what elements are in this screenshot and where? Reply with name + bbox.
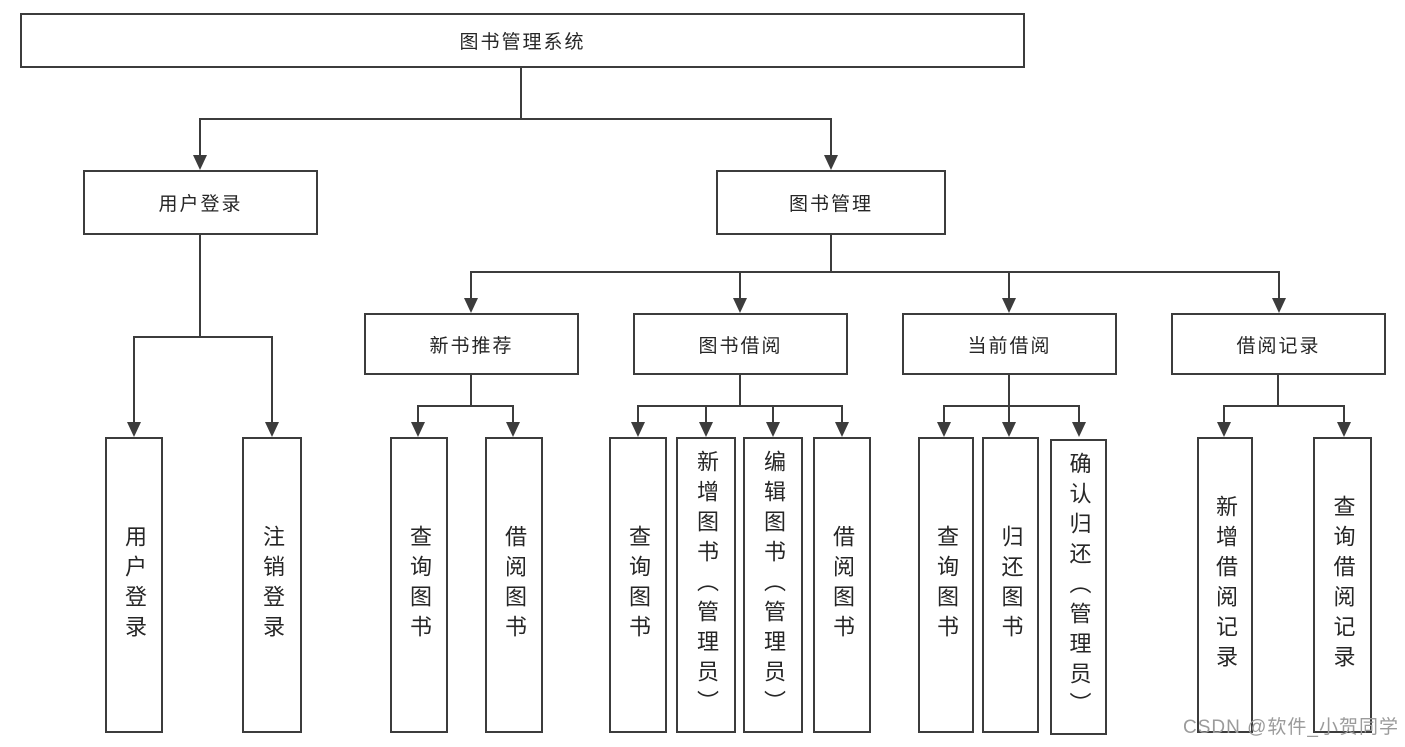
node-user-login: 用户登录	[83, 170, 318, 235]
connector-line	[739, 375, 741, 406]
connector-arrow	[411, 422, 425, 437]
connector-line	[470, 271, 1280, 273]
node-leaf-user-login: 用户登录	[105, 437, 163, 733]
connector-line	[830, 235, 832, 272]
connector-line	[1223, 405, 1345, 407]
connector-line	[637, 405, 843, 407]
connector-line	[739, 271, 741, 299]
connector-line	[1008, 271, 1010, 299]
connector-arrow	[506, 422, 520, 437]
connector-arrow	[766, 422, 780, 437]
connector-line	[1078, 405, 1080, 423]
node-leaf-query-books-rec: 查询图书	[390, 437, 448, 733]
node-leaf-edit-books-admin: 编辑图书（管理员）	[743, 437, 803, 733]
node-leaf-confirm-return-admin: 确认归还（管理员）	[1050, 439, 1107, 735]
node-current-borrow: 当前借阅	[902, 313, 1117, 375]
connector-arrow	[1072, 422, 1086, 437]
connector-line	[943, 405, 945, 423]
connector-arrow	[265, 422, 279, 437]
connector-line	[1278, 271, 1280, 299]
connector-line	[417, 405, 514, 407]
connector-line	[470, 375, 472, 406]
connector-line	[637, 405, 639, 423]
connector-line	[1343, 405, 1345, 423]
connector-line	[133, 336, 135, 423]
connector-line	[1277, 375, 1279, 406]
node-book-borrow: 图书借阅	[633, 313, 848, 375]
node-new-book-rec: 新书推荐	[364, 313, 579, 375]
connector-line	[199, 118, 832, 120]
connector-arrow	[631, 422, 645, 437]
connector-line	[133, 336, 273, 338]
connector-arrow	[733, 298, 747, 313]
node-root: 图书管理系统	[20, 13, 1025, 68]
connector-arrow	[1272, 298, 1286, 313]
connector-line	[470, 271, 472, 299]
connector-line	[841, 405, 843, 423]
connector-line	[1008, 375, 1010, 406]
connector-line	[1223, 405, 1225, 423]
connector-arrow	[127, 422, 141, 437]
connector-line	[943, 405, 1080, 407]
connector-arrow	[1337, 422, 1351, 437]
node-leaf-query-books-borrow: 查询图书	[609, 437, 667, 733]
connector-line	[705, 405, 707, 423]
node-book-mgmt: 图书管理	[716, 170, 946, 235]
node-leaf-query-books-current: 查询图书	[918, 437, 974, 733]
connector-line	[199, 235, 201, 337]
csdn-watermark: CSDN @软件_小贺同学	[1183, 717, 1399, 738]
node-leaf-add-borrow-record: 新增借阅记录	[1197, 437, 1253, 733]
node-leaf-logout: 注销登录	[242, 437, 302, 733]
node-leaf-return-books: 归还图书	[982, 437, 1039, 733]
connector-line	[199, 118, 201, 158]
node-leaf-add-books-admin: 新增图书（管理员）	[676, 437, 736, 733]
connector-line	[520, 68, 522, 119]
node-leaf-borrow-books-rec: 借阅图书	[485, 437, 543, 733]
connector-line	[417, 405, 419, 423]
connector-arrow	[937, 422, 951, 437]
connector-line	[512, 405, 514, 423]
connector-line	[1008, 405, 1010, 423]
connector-line	[772, 405, 774, 423]
node-leaf-borrow-books: 借阅图书	[813, 437, 871, 733]
connector-arrow	[835, 422, 849, 437]
node-borrow-records: 借阅记录	[1171, 313, 1386, 375]
connector-arrow	[193, 155, 207, 170]
connector-arrow	[464, 298, 478, 313]
connector-line	[271, 336, 273, 423]
node-leaf-query-borrow-record: 查询借阅记录	[1313, 437, 1372, 733]
connector-arrow	[699, 422, 713, 437]
connector-arrow	[1217, 422, 1231, 437]
connector-arrow	[1002, 298, 1016, 313]
connector-arrow	[1002, 422, 1016, 437]
connector-line	[830, 118, 832, 158]
connector-arrow	[824, 155, 838, 170]
